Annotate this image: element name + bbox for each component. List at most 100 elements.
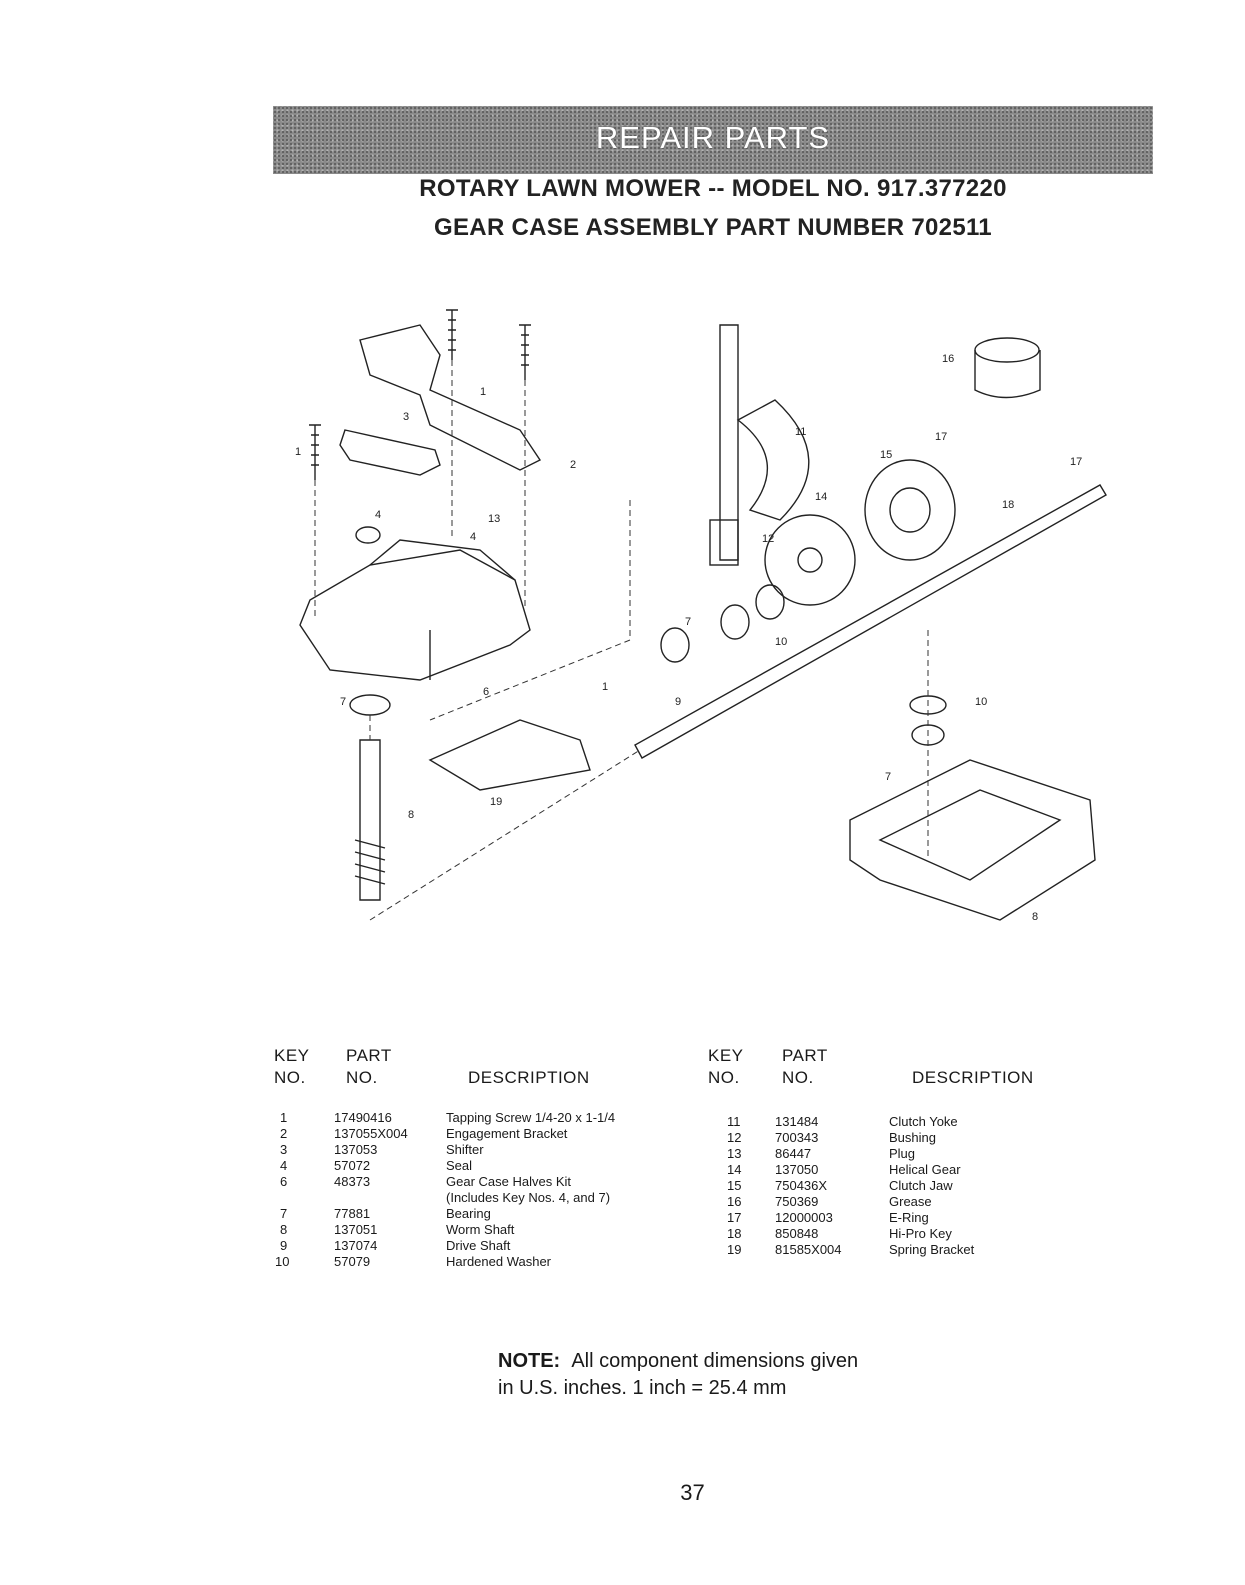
dimensions-note: NOTE: All component dimensions given in … <box>498 1348 858 1402</box>
key-no: 11 <box>727 1114 741 1129</box>
callout-4: 4 <box>375 509 381 521</box>
description: Hi-Pro Key <box>889 1226 952 1241</box>
left-part-header-2: NO. <box>346 1068 378 1087</box>
callout-17a: 17 <box>935 431 947 443</box>
callout-labels: 1 1 2 3 4 6 7 7 7 8 8 9 10 10 11 12 13 1… <box>295 353 1082 923</box>
description: Bushing <box>889 1130 936 1145</box>
callout-7a: 7 <box>340 696 346 708</box>
callout-1a: 1 <box>480 386 486 398</box>
key-no: 15 <box>727 1178 742 1193</box>
key-no: 18 <box>727 1226 742 1241</box>
right-description-header: DESCRIPTION <box>912 1068 1034 1087</box>
key-no: 10 <box>275 1254 290 1269</box>
callout-3: 3 <box>403 411 409 423</box>
right-key-header-1: KEY <box>708 1046 744 1065</box>
part-no: 137074 <box>334 1238 378 1253</box>
callout-9: 9 <box>675 696 681 708</box>
callout-12: 12 <box>762 533 774 545</box>
clutch-yoke <box>719 324 739 561</box>
key-no: 9 <box>280 1238 288 1253</box>
description: Gear Case Halves Kit <box>446 1174 571 1189</box>
callout-17b: 17 <box>1070 456 1082 468</box>
part-no: 48373 <box>334 1174 371 1189</box>
part-no: 137055X004 <box>334 1126 408 1141</box>
right-key-header-2: NO. <box>708 1068 740 1087</box>
gear-case-upper <box>299 549 531 681</box>
part-no: 137051 <box>334 1222 378 1237</box>
callout-10b: 10 <box>975 696 987 708</box>
key-no: 19 <box>727 1242 742 1257</box>
key-no: 14 <box>727 1162 742 1177</box>
model-heading: ROTARY LAWN MOWER -- MODEL NO. 917.37722… <box>419 175 1007 202</box>
description: Clutch Jaw <box>889 1178 953 1193</box>
bushing <box>709 519 739 566</box>
part-no: 700343 <box>775 1130 819 1145</box>
description: (Includes Key Nos. 4, and 7) <box>446 1190 611 1205</box>
hardened-washer-2 <box>755 584 785 620</box>
part-no: 131484 <box>775 1114 819 1129</box>
description: Worm Shaft <box>446 1222 515 1237</box>
tapping-screw-2 <box>519 324 531 380</box>
bearing-left <box>349 694 391 716</box>
description: Shifter <box>446 1142 484 1157</box>
key-no: 2 <box>280 1126 288 1141</box>
key-no: 12 <box>727 1130 742 1145</box>
left-part-header-1: PART <box>346 1046 392 1065</box>
description: Spring Bracket <box>889 1242 975 1257</box>
grease-container <box>974 350 1041 399</box>
gear-case-lower <box>849 759 1096 921</box>
part-no: 81585X004 <box>775 1242 842 1257</box>
engagement-bracket <box>359 324 542 471</box>
drive-shaft <box>634 484 1107 759</box>
description: Seal <box>446 1158 473 1173</box>
banner-title: REPAIR PARTS <box>595 120 831 155</box>
callout-7b: 7 <box>685 616 691 628</box>
key-no: 1 <box>280 1110 288 1125</box>
description: Grease <box>889 1194 932 1209</box>
note-text-2: in U.S. inches. 1 inch = 25.4 mm <box>498 1377 787 1399</box>
key-no: 17 <box>727 1210 742 1225</box>
part-no: 750436X <box>775 1178 828 1193</box>
part-no: 17490416 <box>334 1110 392 1125</box>
part-no: 137053 <box>334 1142 378 1157</box>
callout-8: 8 <box>408 809 414 821</box>
key-no: 6 <box>280 1174 288 1189</box>
bearing-mid <box>660 627 690 663</box>
clutch-jaw <box>864 459 956 561</box>
description: Plug <box>889 1146 916 1161</box>
description: Engagement Bracket <box>446 1126 568 1141</box>
description: Bearing <box>446 1206 491 1221</box>
note-text-1: All component dimensions given <box>571 1350 859 1372</box>
key-no: 16 <box>727 1194 742 1209</box>
key-no: 8 <box>280 1222 288 1237</box>
part-no: 137050 <box>775 1162 819 1177</box>
tapping-screw-3 <box>309 424 321 480</box>
callout-14: 14 <box>815 491 827 503</box>
key-no: 4 <box>280 1158 288 1173</box>
callout-18: 18 <box>1002 499 1014 511</box>
left-key-header-2: NO. <box>274 1068 306 1087</box>
callout-6a: 6 <box>483 686 489 698</box>
callout-2: 2 <box>570 459 576 471</box>
right-part-header-1: PART <box>782 1046 828 1065</box>
hardened-washer-1 <box>720 604 750 640</box>
description: Tapping Screw 1/4-20 x 1-1/4 <box>446 1110 616 1125</box>
part-no: 77881 <box>334 1206 371 1221</box>
repair-parts-banner: REPAIR PARTS <box>273 106 1153 174</box>
left-description-header: DESCRIPTION <box>468 1068 590 1087</box>
description: E-Ring <box>889 1210 929 1225</box>
description: Clutch Yoke <box>889 1114 958 1129</box>
part-no: 86447 <box>775 1146 812 1161</box>
left-key-header-1: KEY <box>274 1046 310 1065</box>
part-no: 57079 <box>334 1254 371 1269</box>
page-number: 37 <box>680 1480 705 1505</box>
tapping-screw-1 <box>446 309 458 360</box>
diagram-svg: 1 1 2 3 4 6 7 7 7 8 8 9 10 10 11 12 13 1… <box>295 309 1107 923</box>
helical-gear <box>764 514 856 606</box>
description: Drive Shaft <box>446 1238 511 1253</box>
callout-16: 16 <box>942 353 954 365</box>
assembly-heading: GEAR CASE ASSEMBLY PART NUMBER 702511 <box>434 214 992 241</box>
shifter <box>339 429 441 476</box>
callout-19: 19 <box>490 796 502 808</box>
description: Hardened Washer <box>446 1254 552 1269</box>
